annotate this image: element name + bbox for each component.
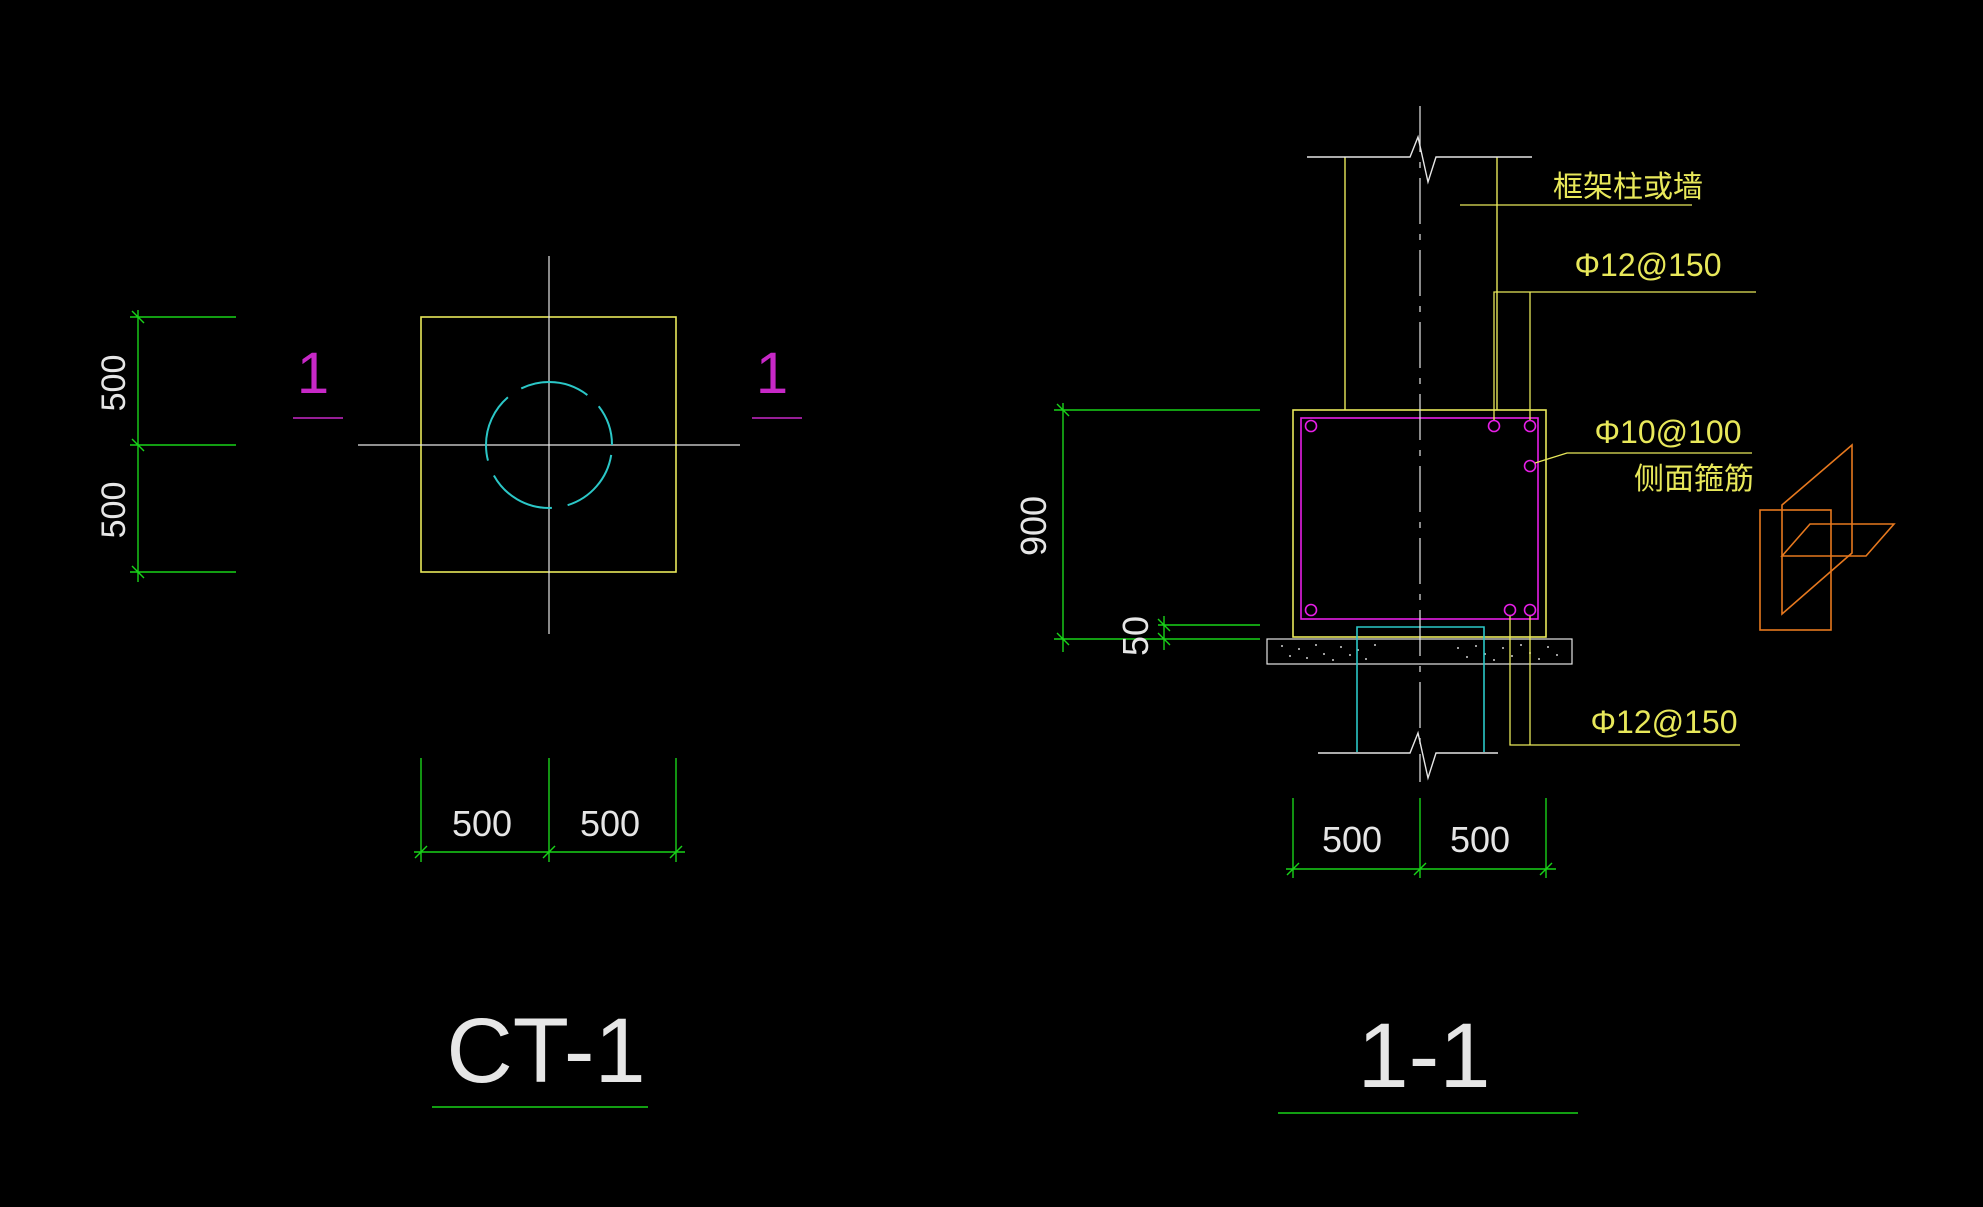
rebar-dot xyxy=(1304,603,1318,617)
label-side-rebar-note: 侧面箍筋 xyxy=(1634,463,1754,496)
plan-dim-vertical-top: 500 xyxy=(95,355,133,412)
rebar-dot xyxy=(1523,459,1537,473)
section-view: 框架柱或墙 Φ12@150 Φ10@100 侧面箍筋 Φ12@150 900 5… xyxy=(1013,106,1756,1114)
label-column: 框架柱或墙 xyxy=(1553,171,1703,204)
section-mark-right-label: 1 xyxy=(756,341,788,406)
ucs-icon xyxy=(1759,443,1896,631)
plan-vertical-dimension xyxy=(130,310,236,582)
section-dim-horizontal-right: 500 xyxy=(1450,819,1510,860)
section-dim-cushion: 50 xyxy=(1115,616,1156,656)
break-line-top xyxy=(1307,134,1532,185)
rebar-dot xyxy=(1523,419,1537,433)
leader-side-rebar xyxy=(1534,452,1752,464)
label-bottom-rebar: Φ12@150 xyxy=(1591,704,1738,740)
rebar-dots xyxy=(1304,419,1537,617)
section-dim-horizontal-left: 500 xyxy=(1322,819,1382,860)
label-top-rebar: Φ12@150 xyxy=(1575,247,1722,283)
section-mark-left-label: 1 xyxy=(297,341,329,406)
rebar-dot xyxy=(1487,419,1501,433)
plan-dim-vertical-bottom: 500 xyxy=(95,482,133,539)
section-mark-right: 1 xyxy=(752,341,802,419)
section-title: 1-1 xyxy=(1358,1005,1491,1107)
section-horizontal-dimension xyxy=(1286,798,1556,878)
section-vertical-dimension xyxy=(1054,403,1260,652)
rebar-dot xyxy=(1304,419,1318,433)
plan-title: CT-1 xyxy=(446,1000,645,1102)
leader-top-rebar xyxy=(1493,291,1756,420)
section-mark-left: 1 xyxy=(293,341,343,419)
section-dim-height: 900 xyxy=(1013,496,1054,556)
plan-view: 1 1 500 500 500 500 xyxy=(95,256,802,1108)
rebar-dot xyxy=(1503,603,1517,617)
leader-lines xyxy=(1460,204,1756,746)
column-above xyxy=(1344,157,1498,410)
stirrup-outline xyxy=(1300,417,1539,620)
plan-dim-horizontal-right: 500 xyxy=(580,803,640,844)
break-line-bottom xyxy=(1318,730,1498,781)
plan-horizontal-dimension xyxy=(414,758,685,862)
pile-circle xyxy=(485,381,613,509)
label-side-rebar: Φ10@100 xyxy=(1595,414,1742,450)
plan-dim-horizontal-left: 500 xyxy=(452,803,512,844)
leader-bottom-rebar xyxy=(1509,616,1740,746)
rebar-dot xyxy=(1523,603,1537,617)
